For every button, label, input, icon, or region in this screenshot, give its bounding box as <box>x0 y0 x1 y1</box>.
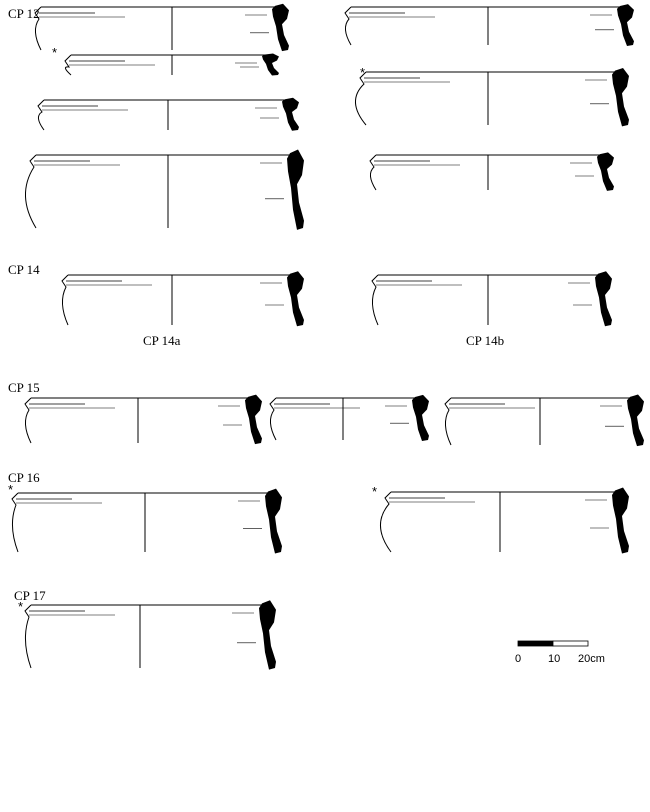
vessel-outline <box>25 154 37 229</box>
section-profile <box>287 271 304 327</box>
vessel-outline <box>269 397 277 441</box>
section-profile <box>262 53 279 76</box>
section-profile <box>612 68 629 127</box>
label-cp14a: CP 14a <box>143 333 181 348</box>
scale-bar-black <box>517 640 554 647</box>
label-cp14b: CP 14b <box>466 333 505 348</box>
vessel-outline <box>444 397 452 446</box>
section-profile <box>597 152 614 191</box>
asterisk-marker: * <box>372 484 378 499</box>
vessel-outline <box>34 6 42 51</box>
scale-tick-10: 10 <box>548 653 561 665</box>
vessel-outline <box>355 71 367 126</box>
section-profile <box>265 488 282 554</box>
section-profile <box>412 394 429 442</box>
label-cp16: CP 16 <box>8 470 40 485</box>
section-profile <box>272 3 289 52</box>
section-profile <box>612 487 629 554</box>
vessel-outline <box>380 491 392 553</box>
scale-tick-0: 0 <box>515 653 522 665</box>
asterisk-marker: * <box>52 45 58 60</box>
vessel-outline <box>11 492 19 553</box>
asterisk-marker: * <box>360 65 366 80</box>
vessel-outline <box>371 274 379 326</box>
scale-tick-20: 20cm <box>578 653 605 665</box>
vessel-outline <box>24 397 32 444</box>
section-profile <box>617 4 634 46</box>
vessel-outline <box>344 6 352 46</box>
section-profile <box>245 394 262 445</box>
section-profile <box>595 271 612 327</box>
vessel-outline <box>24 604 32 669</box>
section-profile <box>287 149 304 230</box>
asterisk-marker: * <box>18 599 24 614</box>
section-profile <box>627 394 644 447</box>
vessel-outline <box>369 154 377 191</box>
label-cp12: CP 12 <box>8 6 40 21</box>
section-profile <box>259 600 276 670</box>
label-cp14: CP 14 <box>8 262 40 277</box>
scale-bar-white <box>552 640 589 647</box>
vessel-outline <box>64 54 72 76</box>
asterisk-marker: * <box>8 482 14 497</box>
label-cp17: CP 17 <box>14 588 46 603</box>
section-profile <box>282 97 299 131</box>
label-cp15: CP 15 <box>8 380 40 395</box>
vessel-outline <box>61 274 69 326</box>
vessel-outline <box>37 99 45 131</box>
